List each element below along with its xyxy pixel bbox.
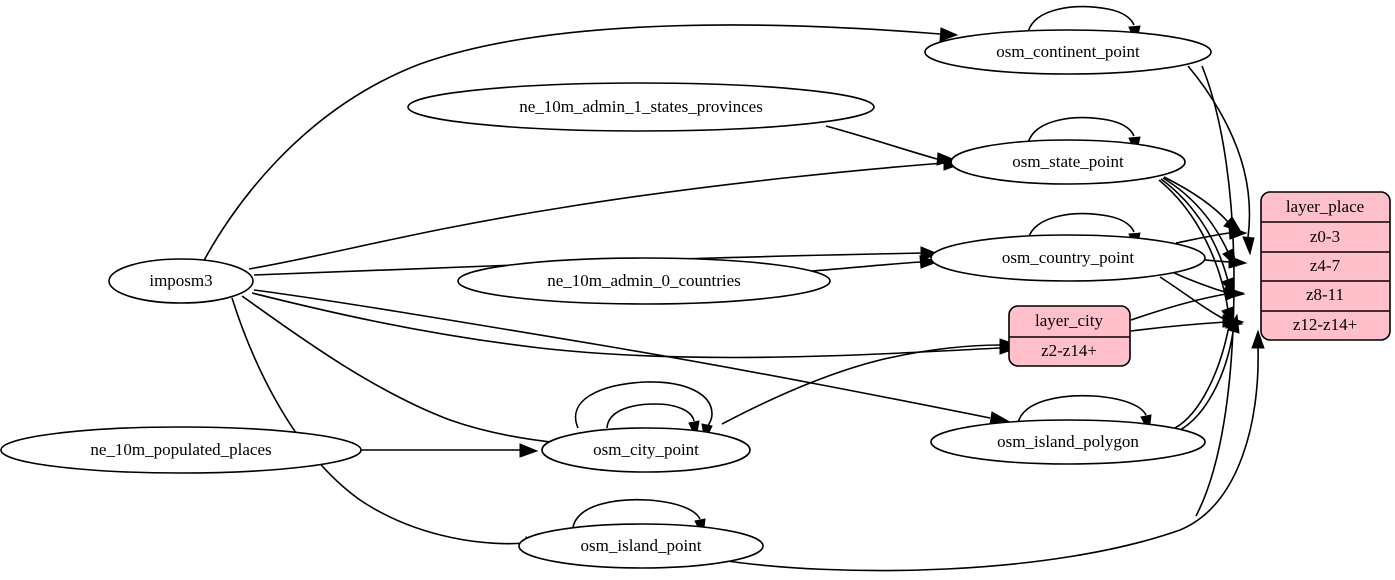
node-ne-10m-admin-1-states-provinces[interactable]: ne_10m_admin_1_states_provinces (407, 82, 875, 132)
edge-imposm3-to-osm-state-point (248, 156, 963, 270)
node-osm-state-point-label: osm_state_point (1012, 152, 1124, 171)
edge-osm-island-point-to-layer-place-z12 (719, 329, 1265, 572)
layer-place-box (1260, 191, 1391, 341)
node-ne-places-label: ne_10m_populated_places (90, 440, 271, 459)
node-ne-10m-populated-places[interactable]: ne_10m_populated_places (0, 426, 362, 474)
edge-ne-admin0-to-osm-country-point (799, 255, 939, 273)
node-osm-state-point[interactable]: osm_state_point (950, 139, 1186, 185)
node-ne-10m-admin-0-countries[interactable]: ne_10m_admin_0_countries (457, 257, 831, 305)
node-osm-island-polygon-label: osm_island_polygon (997, 432, 1139, 451)
edge-ne-admin1-to-osm-state-point (825, 125, 957, 166)
node-osm-continent-point-label: osm_continent_point (996, 42, 1140, 61)
edge-imposm3-to-osm-continent-point (199, 24, 959, 269)
node-osm-continent-point[interactable]: osm_continent_point (924, 29, 1212, 75)
node-imposm3[interactable]: imposm3 (108, 258, 254, 304)
layer-place-record[interactable]: layer_place z0-3 z4-7 z8-11 z12-z14+ (1260, 191, 1391, 341)
layer-city-title: layer_city (1035, 311, 1103, 330)
layer-city-record[interactable]: layer_city z2-z14+ (1008, 305, 1131, 367)
layer-place-row-z12-z14[interactable]: z12-z14+ (1293, 315, 1357, 334)
node-osm-city-point-label: osm_city_point (593, 440, 699, 459)
layer-city-box (1008, 305, 1131, 367)
edge-osm-continent-point-to-layer-place-z0-3 (1187, 65, 1255, 256)
node-osm-island-polygon[interactable]: osm_island_polygon (930, 419, 1206, 465)
node-osm-island-point-label: osm_island_point (581, 536, 702, 555)
edge-vertical-connector (1195, 65, 1235, 517)
layer-city-row-z2-z14[interactable]: z2-z14+ (1041, 341, 1097, 360)
nodes-layer: imposm3 ne_10m_admin_1_states_provinces … (0, 29, 1212, 569)
node-ne-admin1-label: ne_10m_admin_1_states_provinces (519, 97, 763, 116)
node-imposm3-label: imposm3 (149, 271, 212, 290)
layer-place-row-z4-7[interactable]: z4-7 (1310, 256, 1341, 275)
node-osm-city-point[interactable]: osm_city_point (541, 427, 751, 473)
node-osm-island-point[interactable]: osm_island_point (518, 523, 764, 569)
node-ne-admin0-label: ne_10m_admin_0_countries (547, 271, 741, 290)
layer-place-title: layer_place (1286, 197, 1364, 216)
edge-ne-places-to-osm-city-point (361, 443, 539, 458)
node-osm-country-point-label: osm_country_point (1002, 248, 1134, 267)
edge-osm-city-point-to-layer-city-row (721, 338, 1019, 425)
layer-place-row-z8-11[interactable]: z8-11 (1306, 285, 1344, 304)
edge-osm-country-point-to-layer-place-z0-3 (1175, 226, 1248, 244)
edge-imposm3-to-osm-island-point (231, 297, 544, 550)
layer-place-row-z0-3[interactable]: z0-3 (1310, 227, 1340, 246)
node-osm-country-point[interactable]: osm_country_point (930, 234, 1206, 282)
